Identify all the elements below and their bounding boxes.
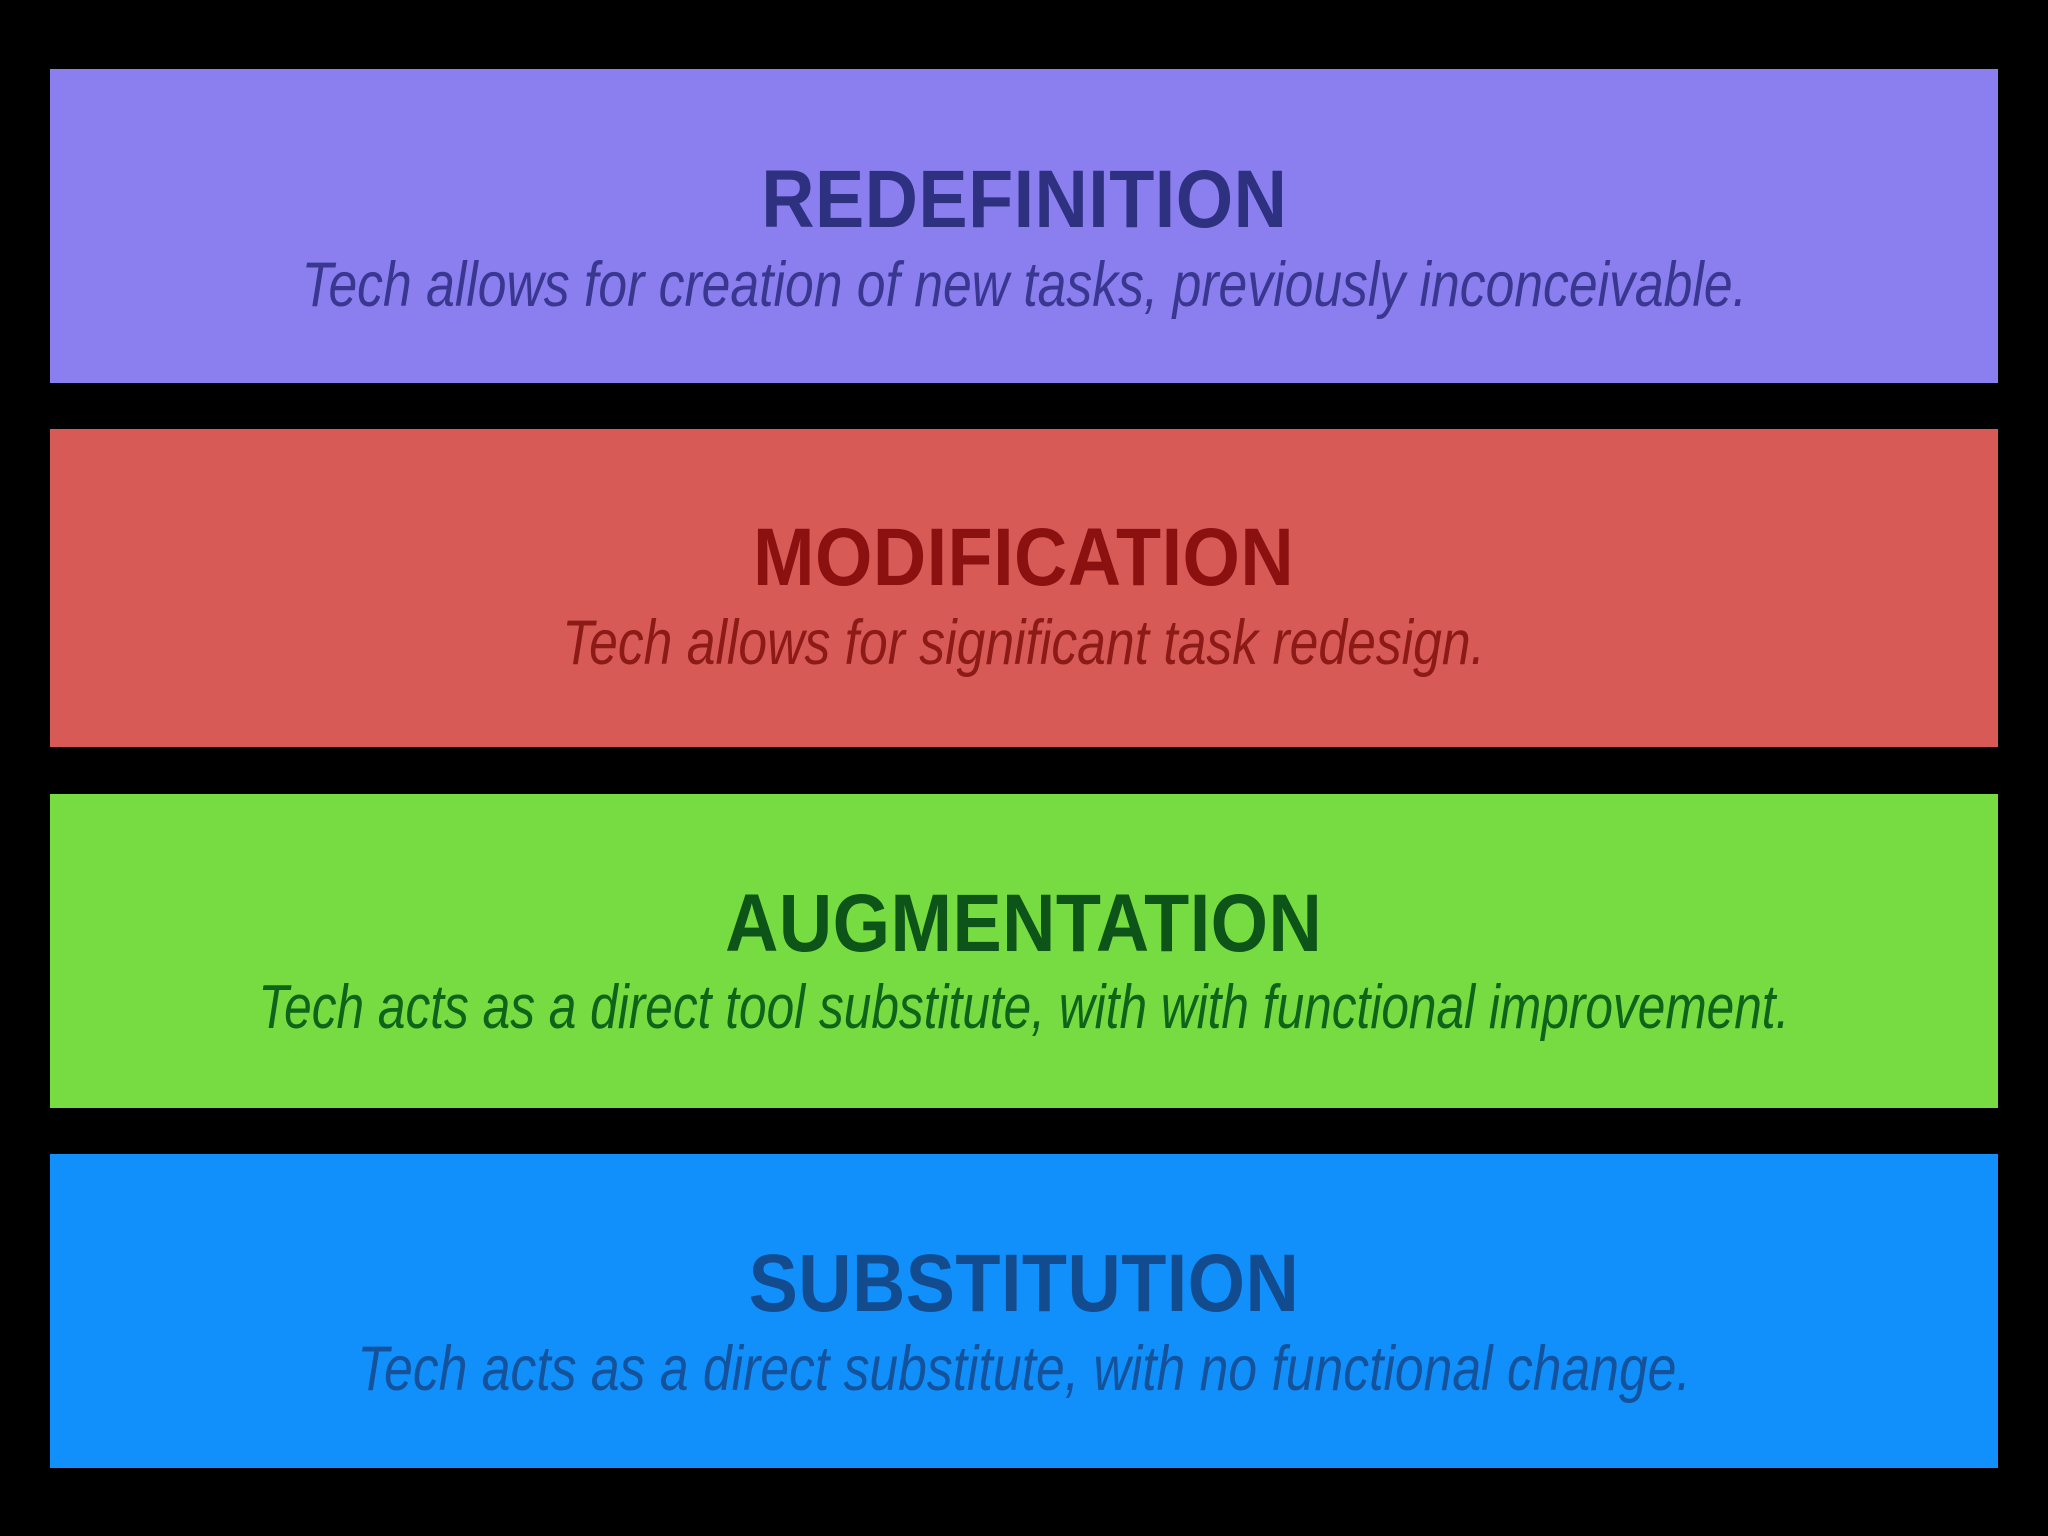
band-substitution: SUBSTITUTION Tech acts as a direct subst…	[50, 1154, 1998, 1468]
band-modification-subtitle: Tech allows for significant task redesig…	[562, 607, 1486, 678]
band-redefinition-subtitle: Tech allows for creation of new tasks, p…	[301, 249, 1747, 320]
band-modification: MODIFICATION Tech allows for significant…	[50, 429, 1998, 747]
band-augmentation-title: AUGMENTATION	[725, 877, 1323, 969]
band-substitution-subtitle: Tech acts as a direct substitute, with n…	[357, 1333, 1691, 1404]
band-modification-title: MODIFICATION	[753, 512, 1295, 604]
band-augmentation-subtitle: Tech acts as a direct tool substitute, w…	[258, 973, 1790, 1043]
band-substitution-title: SUBSTITUTION	[748, 1238, 1300, 1330]
band-augmentation: AUGMENTATION Tech acts as a direct tool …	[50, 794, 1998, 1108]
band-redefinition: REDEFINITION Tech allows for creation of…	[50, 69, 1998, 383]
band-redefinition-title: REDEFINITION	[760, 154, 1288, 246]
